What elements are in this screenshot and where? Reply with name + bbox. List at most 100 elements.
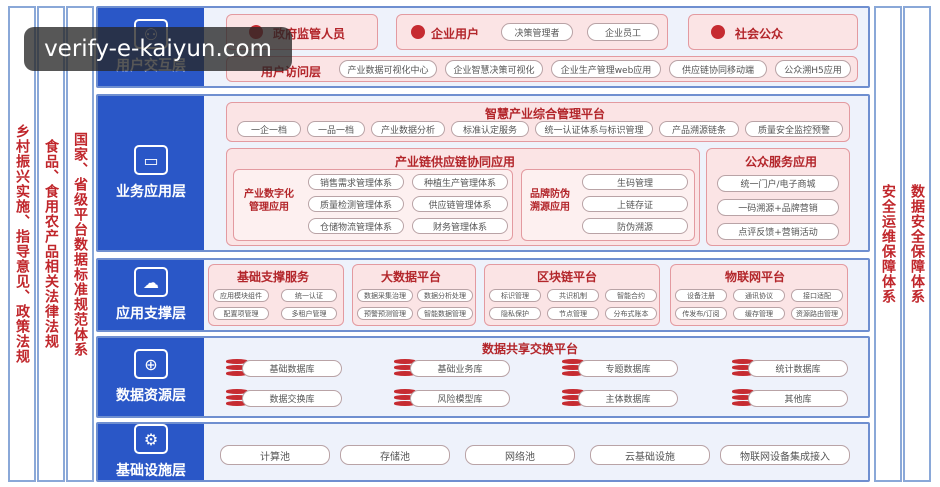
cloud-icon: ☁ xyxy=(134,267,168,297)
data-layer: ⊕ 数据资源层 数据共享交换平台 基础数据库基础业务库专题数据库统计数据库数据交… xyxy=(96,336,870,418)
support-item: 数据分析处理 xyxy=(417,289,473,302)
platform-item: 统一认证体系与标识管理 xyxy=(535,121,653,137)
digital-item: 质量检测管理体系 xyxy=(308,196,404,212)
brand-item: 生码管理 xyxy=(582,174,688,190)
ent-tag: 企业员工 xyxy=(587,23,659,41)
support-item: 数据采集治理 xyxy=(357,289,413,302)
access-item: 公众溯H5应用 xyxy=(775,60,851,78)
database-item: 基础数据库 xyxy=(242,360,342,377)
support-item: 标识管理 xyxy=(489,289,541,302)
support-item: 资源路由管理 xyxy=(791,307,843,320)
public-item: 点评反馈+营销活动 xyxy=(717,223,839,240)
infra-layer-label: ⚙ 基础设施层 xyxy=(98,424,204,480)
supply-box: 产业链供应链协同应用 产业数字化管理应用 销售需求管理体系 种植生产管理体系 质… xyxy=(226,148,700,246)
platform-item: 一品一档 xyxy=(307,121,365,137)
infra-item: 计算池 xyxy=(220,445,330,465)
support-item: 接口适配 xyxy=(791,289,843,302)
digital-box: 产业数字化管理应用 销售需求管理体系 种植生产管理体系 质量检测管理体系 供应链… xyxy=(233,169,513,241)
database-icon xyxy=(226,359,248,377)
infra-box: 计算池 存储池 网络池 云基础设施 物联网设备集成接入 xyxy=(210,432,856,474)
support-item: 预警预测管理 xyxy=(357,307,413,320)
support-group: 大数据平台 数据采集治理 数据分析处理 预警预测管理 智能数据管理 xyxy=(352,264,476,326)
support-layer-label: ☁ 应用支撑层 xyxy=(98,260,204,330)
support-group: 区块链平台 标识管理 共识机制 智能合约 隐私保护 节点管理 分布式账本 xyxy=(484,264,660,326)
side-ops: 安全运维保障体系 xyxy=(874,6,902,482)
gear-icon: ⚙ xyxy=(134,424,168,454)
database-icon xyxy=(562,389,584,407)
access-item: 企业智慧决策可视化 xyxy=(445,60,543,78)
support-group: 基础支撑服务 应用模块组件 统一认证 配置项管理 多租户管理 xyxy=(208,264,344,326)
platform-item: 标准认定服务 xyxy=(451,121,529,137)
access-item: 供应链协同移动端 xyxy=(669,60,767,78)
side-data-security: 数据安全保障体系 xyxy=(903,6,931,482)
support-item: 隐私保护 xyxy=(489,307,541,320)
support-group: 物联网平台 设备注册 通讯协议 接口适配 传发布/订阅 缓存管理 资源路由管理 xyxy=(670,264,848,326)
platform-box: 智慧产业综合管理平台 一企一档 一品一档 产业数据分析 标准认定服务 统一认证体… xyxy=(226,102,850,142)
public-box: 社会公众 xyxy=(688,14,858,50)
public-app-box: 公众服务应用 统一门户/电子商城 一码溯源+品牌营销 点评反馈+营销活动 xyxy=(706,148,850,246)
access-box: 用户访问层 产业数据可视化中心 企业智慧决策可视化 企业生产管理web应用 供应… xyxy=(226,56,858,82)
database-item: 数据交换库 xyxy=(242,390,342,407)
side-food-law: 食品、食用农产品相关法律法规 xyxy=(37,6,65,482)
platform-item: 一企一档 xyxy=(237,121,301,137)
support-item: 智能数据管理 xyxy=(417,307,473,320)
database-item: 主体数据库 xyxy=(578,390,678,407)
database-item: 其他库 xyxy=(748,390,848,407)
access-item: 企业生产管理web应用 xyxy=(551,60,661,78)
database-icon xyxy=(226,389,248,407)
platform-item: 质量安全监控预警 xyxy=(745,121,843,137)
side-standard: 国家、省级平台数据标准规范体系 xyxy=(66,6,94,482)
enterprise-box: 企业用户 决策管理者 企业员工 xyxy=(396,14,668,50)
platform-item: 产业数据分析 xyxy=(371,121,445,137)
ent-tag: 决策管理者 xyxy=(501,23,573,41)
support-item: 配置项管理 xyxy=(213,307,269,320)
database-item: 专题数据库 xyxy=(578,360,678,377)
access-item: 产业数据可视化中心 xyxy=(339,60,437,78)
public-item: 一码溯源+品牌营销 xyxy=(717,199,839,216)
database-item: 统计数据库 xyxy=(748,360,848,377)
database-globe-icon: ⊕ xyxy=(134,349,168,379)
brand-item: 防伪溯源 xyxy=(582,218,688,234)
support-item: 传发布/订阅 xyxy=(675,307,727,320)
business-layer: ▭ 业务应用层 智慧产业综合管理平台 一企一档 一品一档 产业数据分析 标准认定… xyxy=(96,94,870,252)
digital-item: 仓储物流管理体系 xyxy=(308,218,404,234)
database-item: 风险模型库 xyxy=(410,390,510,407)
infra-item: 存储池 xyxy=(340,445,450,465)
infra-item: 物联网设备集成接入 xyxy=(720,445,850,465)
database-icon xyxy=(732,389,754,407)
brand-box: 品牌防伪溯源应用 生码管理 上链存证 防伪溯源 xyxy=(521,169,695,241)
database-icon xyxy=(562,359,584,377)
side-policy: 乡村振兴实施、指导意见、政策法规 xyxy=(8,6,36,482)
support-item: 多租户管理 xyxy=(281,307,337,320)
support-item: 统一认证 xyxy=(281,289,337,302)
digital-item: 供应链管理体系 xyxy=(412,196,508,212)
digital-item: 销售需求管理体系 xyxy=(308,174,404,190)
platform-item: 产品溯源链条 xyxy=(659,121,739,137)
people-icon xyxy=(711,25,725,39)
infra-item: 云基础设施 xyxy=(590,445,710,465)
building-icon xyxy=(411,25,425,39)
infra-item: 网络池 xyxy=(465,445,575,465)
support-item: 共识机制 xyxy=(547,289,599,302)
support-item: 设备注册 xyxy=(675,289,727,302)
support-item: 缓存管理 xyxy=(733,307,785,320)
support-item: 节点管理 xyxy=(547,307,599,320)
watermark: verify-e-kaiyun.com xyxy=(24,27,292,71)
monitor-icon: ▭ xyxy=(134,145,168,175)
business-layer-label: ▭ 业务应用层 xyxy=(98,96,204,250)
digital-item: 财务管理体系 xyxy=(412,218,508,234)
support-item: 通讯协议 xyxy=(733,289,785,302)
brand-item: 上链存证 xyxy=(582,196,688,212)
support-item: 应用模块组件 xyxy=(213,289,269,302)
database-icon xyxy=(394,359,416,377)
digital-item: 种植生产管理体系 xyxy=(412,174,508,190)
public-item: 统一门户/电子商城 xyxy=(717,175,839,192)
database-icon xyxy=(732,359,754,377)
support-item: 智能合约 xyxy=(605,289,657,302)
data-layer-label: ⊕ 数据资源层 xyxy=(98,338,204,416)
support-layer: ☁ 应用支撑层 基础支撑服务 应用模块组件 统一认证 配置项管理 多租户管理 大… xyxy=(96,258,870,332)
database-item: 基础业务库 xyxy=(410,360,510,377)
support-item: 分布式账本 xyxy=(605,307,657,320)
database-icon xyxy=(394,389,416,407)
infra-layer: ⚙ 基础设施层 计算池 存储池 网络池 云基础设施 物联网设备集成接入 xyxy=(96,422,870,482)
